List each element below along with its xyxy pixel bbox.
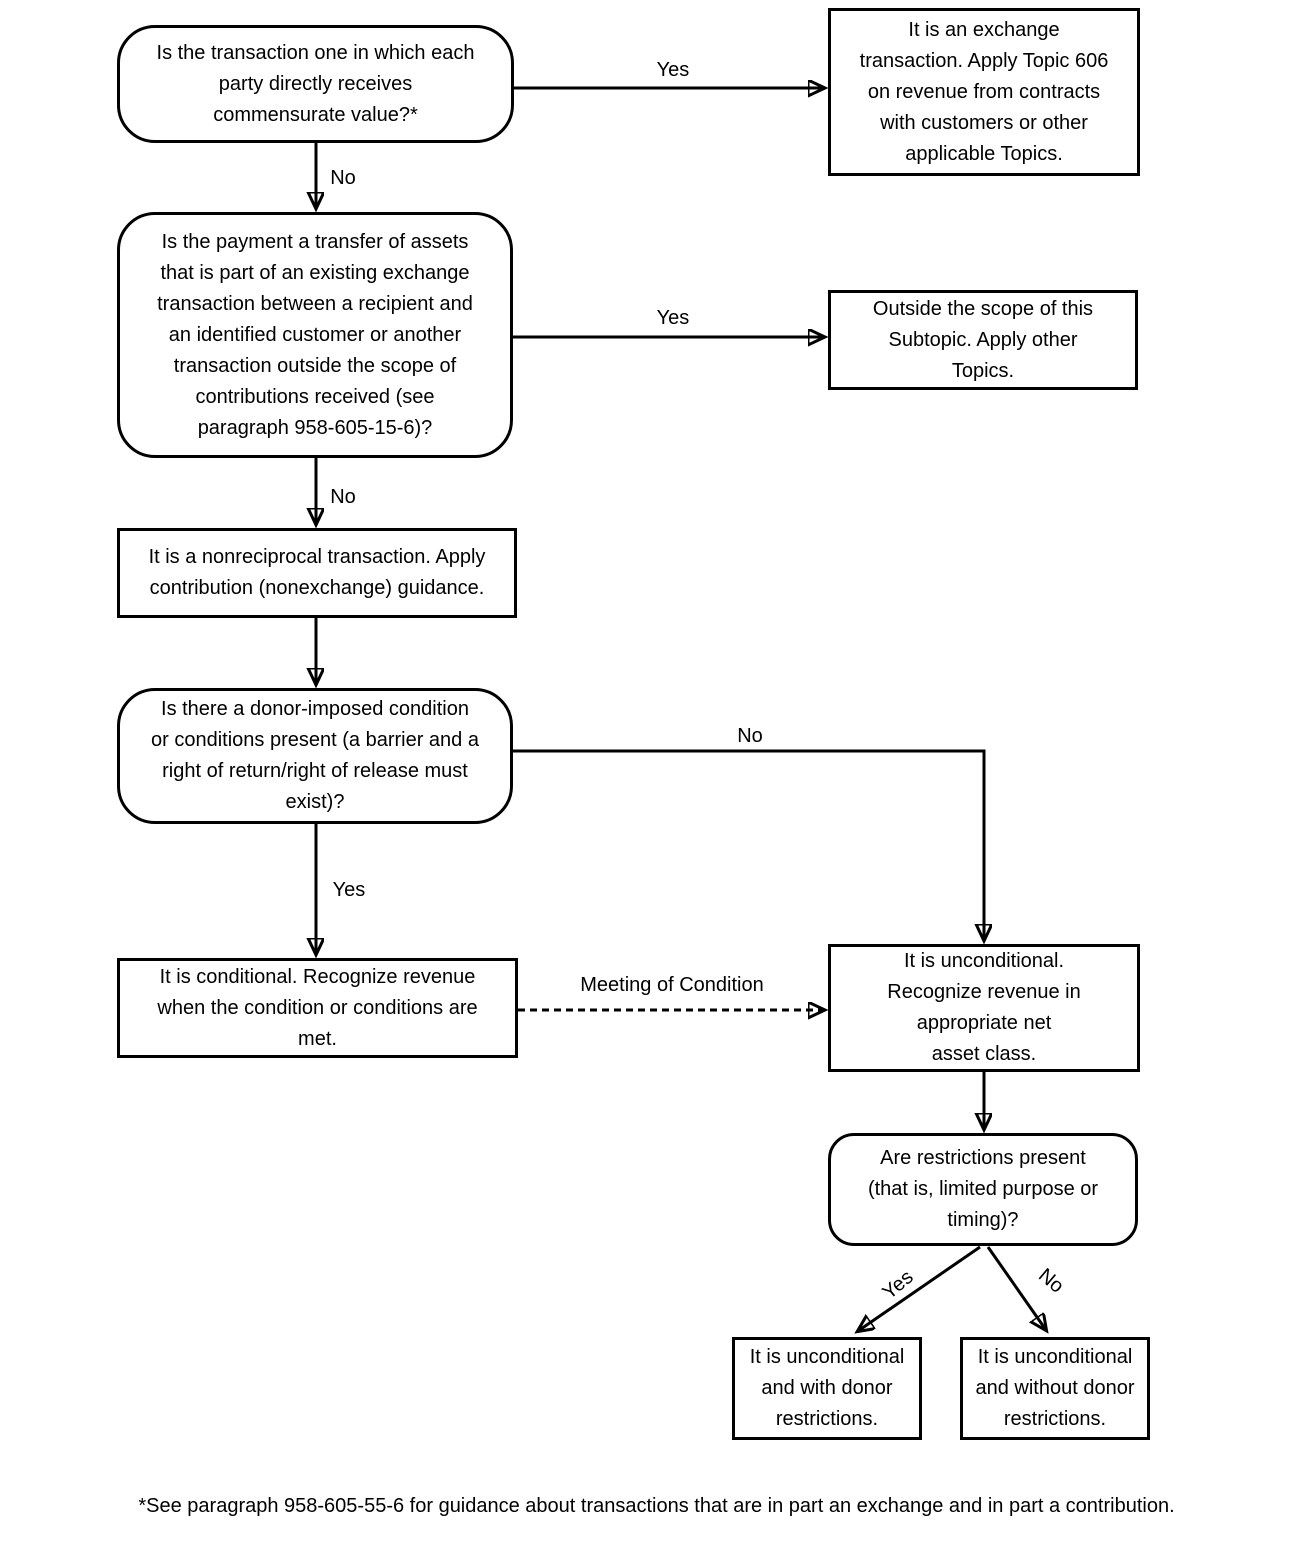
- node-without-donor-restrictions-outcome: It is unconditional and without donor re…: [960, 1337, 1150, 1440]
- node-text: Is the payment a transfer of assets that…: [157, 230, 473, 439]
- node-exchange-transaction-outcome: It is an exchange transaction. Apply Top…: [828, 8, 1140, 176]
- footnote: *See paragraph 958-605-55-6 for guidance…: [138, 1495, 1175, 1517]
- node-text: Is there a donor-imposed condition or co…: [151, 698, 479, 813]
- arrow-restrictions-no: [986, 1246, 1046, 1330]
- node-text: Is the transaction one in which each par…: [156, 41, 475, 126]
- node-q-existing-exchange-transfer: Is the payment a transfer of assets that…: [117, 212, 513, 458]
- node-q-commensurate-value: Is the transaction one in which each par…: [117, 25, 514, 143]
- edge-label-condition-yes: Yes: [332, 879, 366, 901]
- edge-label-commensurate-yes: Yes: [656, 59, 690, 81]
- node-text: It is unconditional. Recognize revenue i…: [887, 950, 1081, 1065]
- node-text: Outside the scope of this Subtopic. Appl…: [872, 297, 1094, 382]
- node-q-restrictions-present: Are restrictions present (that is, limit…: [828, 1133, 1138, 1246]
- node-text: It is unconditional and with donor restr…: [749, 1346, 905, 1430]
- node-text: It is conditional. Recognize revenue whe…: [157, 965, 478, 1050]
- node-text: It is a nonreciprocal transaction. Apply…: [148, 546, 486, 599]
- node-with-donor-restrictions-outcome: It is unconditional and with donor restr…: [732, 1337, 922, 1440]
- edge-label-transfer-no: No: [330, 486, 356, 508]
- node-q-donor-imposed-condition: Is there a donor-imposed condition or co…: [117, 688, 513, 824]
- node-conditional-outcome: It is conditional. Recognize revenue whe…: [117, 958, 518, 1058]
- node-nonreciprocal-statement: It is a nonreciprocal transaction. Apply…: [117, 528, 517, 618]
- node-outside-scope-outcome: Outside the scope of this Subtopic. Appl…: [828, 290, 1138, 390]
- node-unconditional-outcome: It is unconditional. Recognize revenue i…: [828, 944, 1140, 1072]
- node-text: Are restrictions present (that is, limit…: [867, 1147, 1099, 1231]
- node-text: It is unconditional and without donor re…: [975, 1346, 1135, 1430]
- edge-label-condition-no: No: [737, 725, 763, 747]
- edge-label-commensurate-no: No: [330, 167, 356, 189]
- node-text: It is an exchange transaction. Apply Top…: [859, 18, 1109, 165]
- edge-label-meeting-of-condition: Meeting of Condition: [580, 974, 764, 996]
- arrow-condition-no: [513, 749, 984, 940]
- arrow-restrictions-yes: [858, 1245, 981, 1331]
- edge-label-transfer-yes: Yes: [656, 307, 690, 329]
